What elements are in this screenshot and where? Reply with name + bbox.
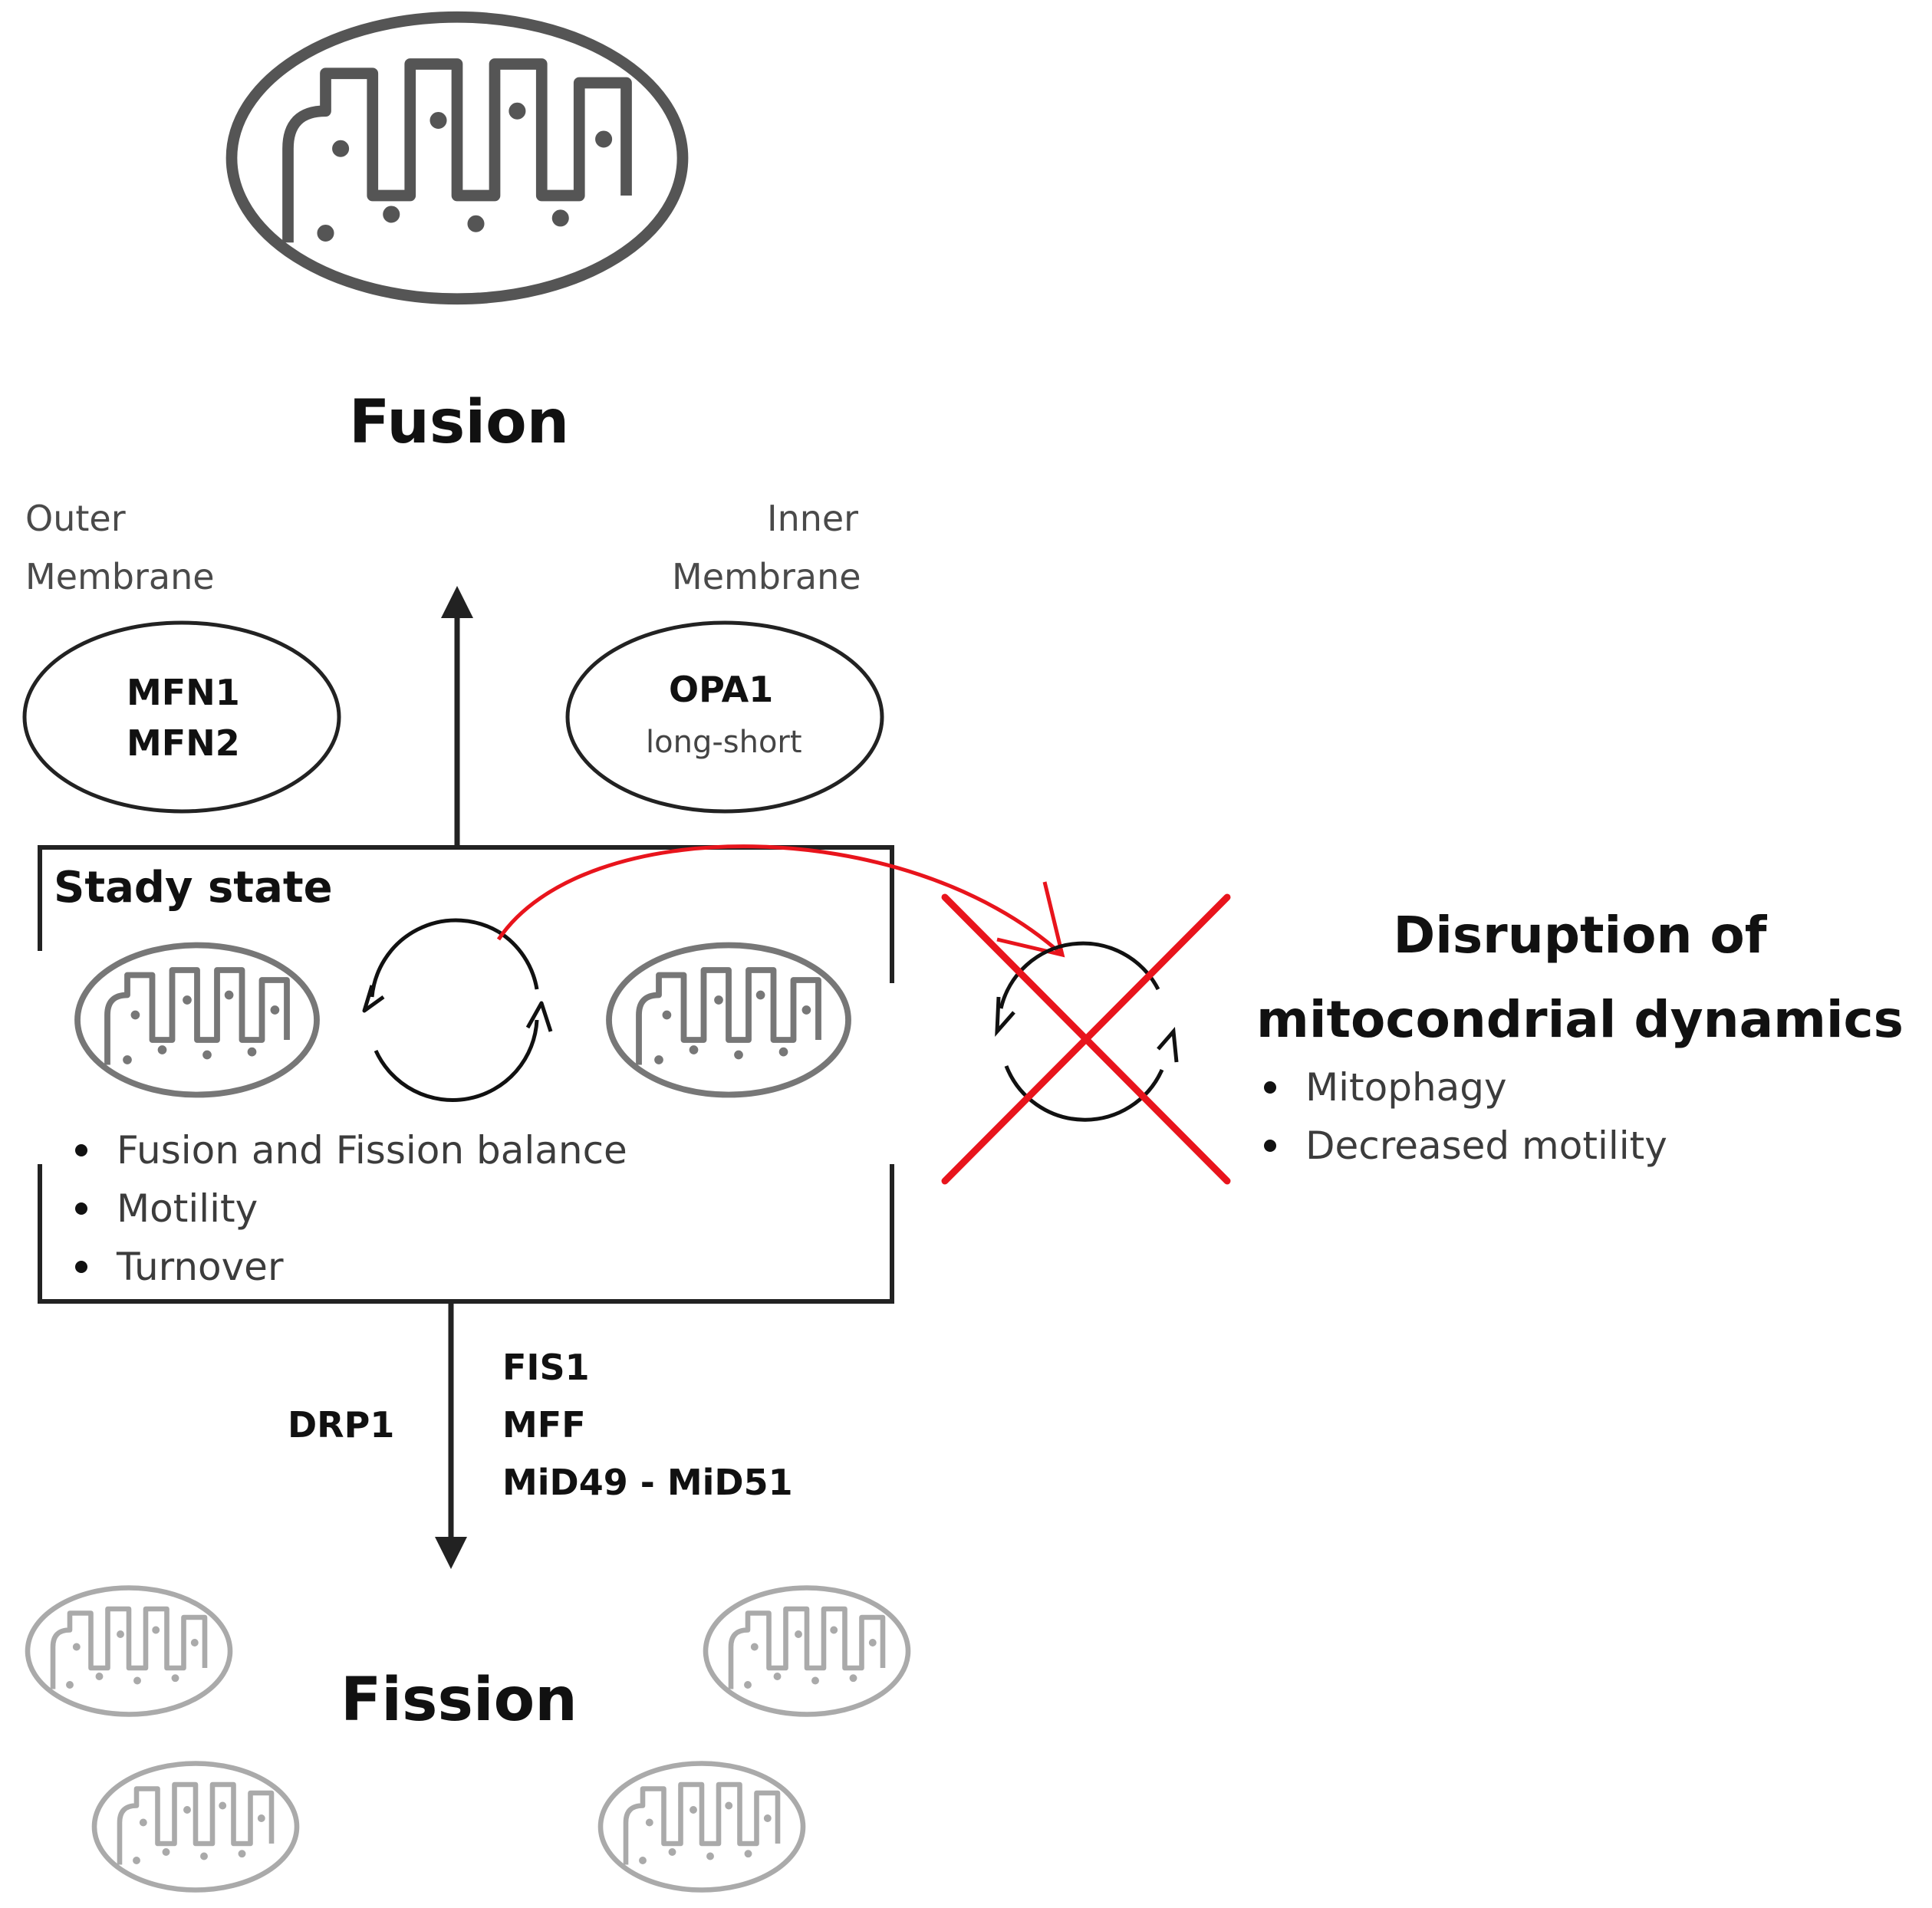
red-cross-icon	[941, 893, 1231, 1185]
mitochondrion-left-icon	[77, 946, 317, 1095]
outer-membrane-label-2: Membrane	[25, 556, 215, 597]
inner-membrane-label-1: Inner	[767, 498, 859, 539]
protein-opa1: OPA1	[669, 669, 774, 710]
steady-state-title: Stady state	[54, 863, 333, 913]
protein-fis1: FIS1	[502, 1347, 590, 1388]
inner-membrane-ellipse	[565, 620, 884, 814]
mitochondrion-right-icon	[609, 946, 848, 1095]
protein-mfn2: MFN2	[127, 722, 240, 764]
mitochondrion-large-icon	[232, 17, 683, 299]
fission-mitochondrion-icon	[706, 1588, 908, 1715]
fission-mitochondrion-icon	[94, 1764, 297, 1890]
disruption-bullets: Mitophagy Decreased motility	[1258, 1058, 1667, 1175]
list-item: Decreased motility	[1258, 1117, 1667, 1175]
fission-mitochondrion-icon	[28, 1588, 230, 1715]
list-item: Turnover	[69, 1238, 627, 1296]
outer-membrane-label-1: Outer	[25, 498, 126, 539]
opa1-note: long-short	[646, 725, 802, 760]
outer-membrane-ellipse	[22, 620, 341, 814]
fission-mitochondrion-icon	[601, 1764, 803, 1890]
inner-membrane-label-2: Membrane	[672, 556, 861, 597]
steady-state-box	[38, 845, 894, 1304]
disruption-arrow	[496, 844, 1065, 958]
steady-state-bullets: Fusion and Fission balance Motility Turn…	[69, 1121, 627, 1296]
disruption-title-2: mitocondrial dynamics	[1256, 990, 1904, 1049]
list-item: Motility	[69, 1179, 627, 1238]
protein-mfn1: MFN1	[127, 672, 240, 713]
disrupted-cycle-icon	[995, 941, 1179, 1122]
fusion-title: Fusion	[349, 388, 570, 457]
cycle-arrows-icon	[362, 918, 553, 1102]
disruption-title-1: Disruption of	[1393, 906, 1767, 965]
fission-title: Fission	[341, 1666, 578, 1735]
protein-drp1: DRP1	[288, 1404, 395, 1446]
list-item: Fusion and Fission balance	[69, 1121, 627, 1179]
protein-mid49-mid51: MiD49 - MiD51	[502, 1462, 793, 1503]
protein-mff: MFF	[502, 1404, 586, 1446]
list-item: Mitophagy	[1258, 1058, 1667, 1117]
